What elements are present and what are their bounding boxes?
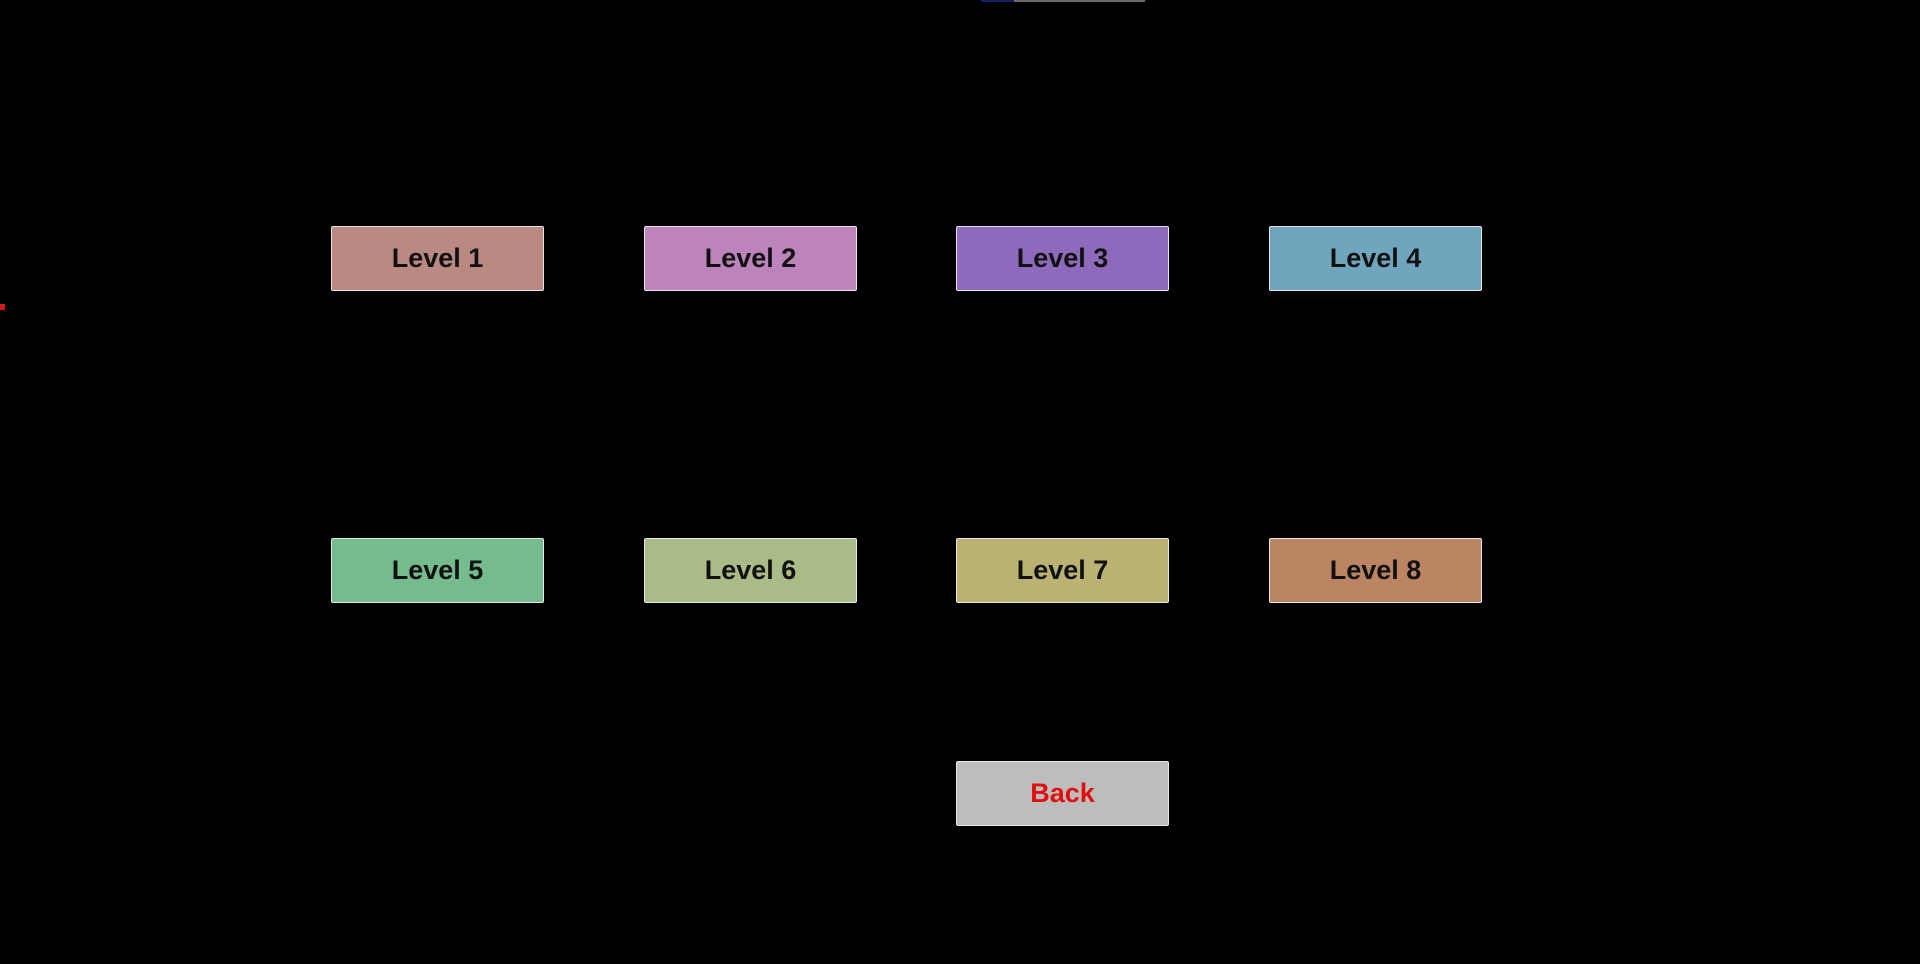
- level-1-button[interactable]: Level 1: [331, 226, 544, 291]
- level-4-button[interactable]: Level 4: [1269, 226, 1482, 291]
- level-7-button[interactable]: Level 7: [956, 538, 1169, 603]
- level-2-button[interactable]: Level 2: [644, 226, 857, 291]
- level-6-button[interactable]: Level 6: [644, 538, 857, 603]
- level-3-button[interactable]: Level 3: [956, 226, 1169, 291]
- top-indicator-segment-left: [981, 0, 1014, 2]
- top-edge-indicator: [981, 0, 1145, 2]
- level-5-button[interactable]: Level 5: [331, 538, 544, 603]
- back-button[interactable]: Back: [956, 761, 1169, 826]
- level-8-button[interactable]: Level 8: [1269, 538, 1482, 603]
- left-edge-marker: [0, 304, 5, 310]
- top-indicator-segment-right: [1014, 0, 1145, 2]
